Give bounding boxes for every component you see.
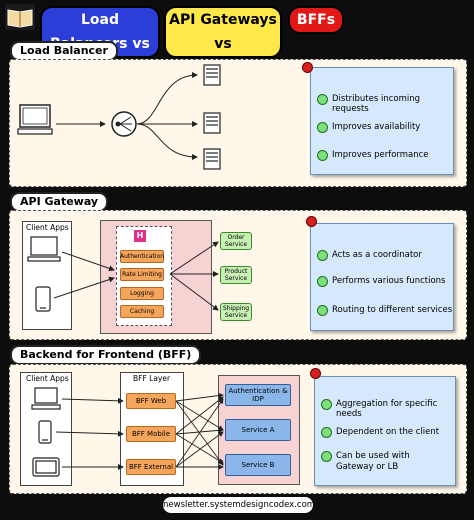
service-b: Service B bbox=[225, 454, 291, 476]
note-item: Distributes incoming requests bbox=[317, 94, 453, 114]
bff-client-apps-label: Client Apps bbox=[26, 374, 69, 383]
computer-icon bbox=[17, 104, 53, 135]
gateway-icon: H bbox=[134, 230, 146, 242]
note-item: Can be used with Gateway or LB bbox=[321, 451, 449, 473]
title-pill-api-gateways: API Gateways vs bbox=[164, 6, 282, 58]
section-title-bff: Backend for Frontend (BFF) bbox=[10, 345, 202, 365]
api-gateway-note: Acts as a coordinator Performs various f… bbox=[310, 223, 454, 331]
check-dot-icon bbox=[317, 305, 328, 316]
api-client-apps-box bbox=[22, 221, 72, 330]
title-pill-bffs: BFFs bbox=[288, 6, 344, 34]
function-rate-limiting: Rate Limiting bbox=[120, 268, 164, 281]
service-product: Product Service bbox=[220, 266, 252, 284]
load-balancer-icon bbox=[111, 111, 137, 137]
service-a: Service A bbox=[225, 419, 291, 441]
bff-client-apps-box bbox=[20, 372, 72, 486]
bff-note: Aggregation for specific needs Dependent… bbox=[314, 376, 456, 486]
bff-layer-label: BFF Layer bbox=[133, 374, 171, 383]
check-dot-icon bbox=[321, 451, 332, 462]
check-dot-icon bbox=[321, 427, 332, 438]
server-icon bbox=[203, 148, 221, 170]
note-item: Improves availability bbox=[317, 122, 420, 133]
server-icon bbox=[203, 64, 221, 86]
check-dot-icon bbox=[317, 122, 328, 133]
pin-icon bbox=[306, 216, 317, 227]
note-item: Improves performance bbox=[317, 150, 429, 161]
check-dot-icon bbox=[317, 94, 328, 105]
service-authentication-idp: Authentication & IDP bbox=[225, 384, 291, 406]
footer-url[interactable]: newsletter.systemdesigncodex.com bbox=[163, 497, 315, 513]
bff-mobile: BFF Mobile bbox=[126, 426, 176, 442]
book-icon bbox=[5, 4, 35, 30]
function-authentication: Authentication bbox=[120, 250, 164, 263]
load-balancer-diagram bbox=[17, 64, 221, 170]
api-client-apps-label: Client Apps bbox=[26, 223, 69, 232]
note-item: Dependent on the client bbox=[321, 427, 439, 438]
function-logging: Logging bbox=[120, 287, 164, 300]
server-icon bbox=[203, 112, 221, 134]
section-title-load-balancer: Load Balancer bbox=[10, 41, 118, 61]
pin-icon bbox=[310, 368, 321, 379]
check-dot-icon bbox=[321, 399, 332, 410]
bff-web: BFF Web bbox=[126, 393, 176, 409]
function-caching: Caching bbox=[120, 305, 164, 318]
check-dot-icon bbox=[317, 276, 328, 287]
pin-icon bbox=[302, 62, 313, 73]
bff-external: BFF External bbox=[126, 459, 176, 475]
service-order: Order Service bbox=[220, 232, 252, 250]
service-shipping: Shipping Service bbox=[220, 303, 252, 321]
note-item: Aggregation for specific needs bbox=[321, 399, 455, 419]
note-item: Performs various functions bbox=[317, 276, 445, 287]
section-title-api-gateway: API Gateway bbox=[10, 192, 109, 212]
note-item: Routing to different services bbox=[317, 305, 452, 316]
check-dot-icon bbox=[317, 150, 328, 161]
check-dot-icon bbox=[317, 250, 328, 261]
load-balancer-note: Distributes incoming requests Improves a… bbox=[310, 67, 454, 175]
note-item: Acts as a coordinator bbox=[317, 250, 422, 261]
